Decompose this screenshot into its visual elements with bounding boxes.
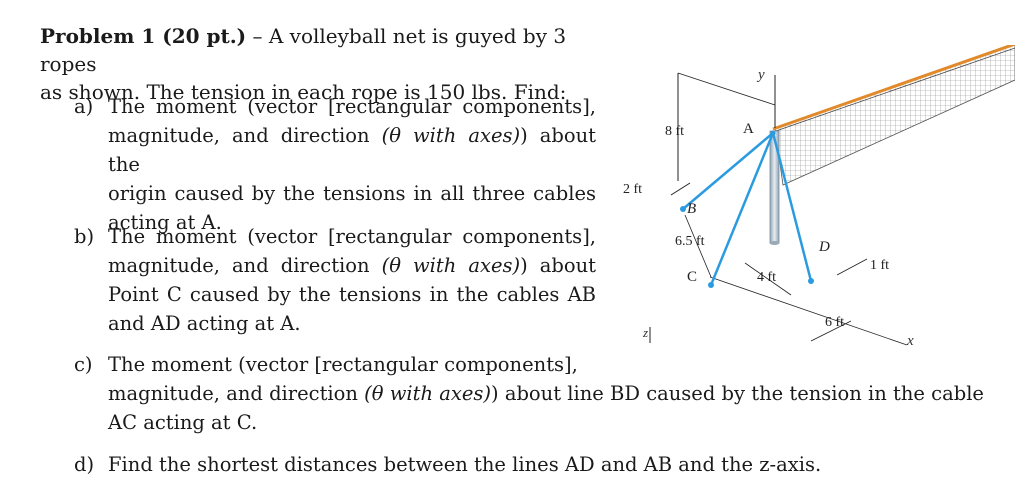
problem-intro-line1: – A volleyball net is guyed by 3 ropes [40, 24, 567, 76]
part-a-line2-post: ) about the [108, 124, 596, 176]
ground-line-x [709, 276, 908, 346]
part-c-line2-pre: magnitude, and direction [108, 382, 365, 405]
part-a-line2-pre: magnitude, and direction [108, 124, 382, 147]
net-top-band [772, 45, 1015, 131]
part-a-line1: The moment (vector [rectangular componen… [108, 95, 596, 118]
net-top-band-edge [772, 47, 1015, 133]
part-c-line2-post: ) about line BD caused by the tension in… [491, 382, 984, 405]
part-a-line2: magnitude, and direction (θ with axes)) … [108, 121, 596, 179]
part-b: b) The moment (vector [rectangular compo… [74, 222, 630, 342]
part-b-line4: and AD acting at A. [108, 312, 301, 335]
part-a-theta: (θ with axes) [381, 124, 521, 147]
part-b-line1: The moment (vector [rectangular componen… [108, 225, 596, 248]
part-d-text: Find the shortest distances between the … [108, 450, 968, 479]
cable-AD [771, 132, 813, 282]
problem-label: Problem 1 (20 pt.) [40, 24, 247, 48]
part-b-line2-post: ) about [520, 254, 596, 277]
part-b-line2: magnitude, and direction (θ with axes)) … [108, 251, 596, 280]
part-a-label: a) [74, 95, 94, 118]
problem-statement: Problem 1 (20 pt.) – A volleyball net is… [40, 22, 620, 106]
part-b-line3: Point C caused by the tensions in the ca… [108, 283, 596, 306]
part-a-line3: origin caused by the tensions in all thr… [108, 182, 596, 205]
part-a: a) The moment (vector [rectangular compo… [74, 92, 630, 234]
dim-1ft-label: 1 ft [870, 258, 889, 273]
part-c-theta: (θ with axes) [364, 382, 492, 405]
point-D-label: D [818, 239, 830, 255]
y-axis-label: y [756, 67, 765, 83]
part-d-label: d) [74, 453, 95, 476]
part-c: c) The moment (vector [rectangular compo… [74, 350, 1024, 440]
dim-6ft-line [810, 320, 852, 342]
point-B-label: B [687, 201, 696, 217]
part-a-text: The moment (vector [rectangular componen… [108, 92, 596, 237]
part-b-text: The moment (vector [rectangular componen… [108, 222, 596, 338]
point-A-anchor [770, 130, 776, 136]
dim-2ft-label: 2 ft [623, 182, 642, 197]
part-c-label: c) [74, 353, 93, 376]
part-d-line1: Find the shortest distances between the … [108, 453, 822, 476]
part-b-label: b) [74, 225, 95, 248]
part-b-line2-pre: magnitude, and direction [108, 254, 382, 277]
x-axis-label: x [906, 333, 914, 349]
dim-4ft-line [744, 262, 792, 296]
dim-8ft-label: 8 ft [665, 124, 684, 139]
part-c-text: The moment (vector [rectangular componen… [108, 350, 1020, 437]
dim-6ft-label: 6 ft [825, 315, 844, 330]
part-a-line4: acting at A. [108, 211, 222, 234]
dim-8ft-ext-top [677, 72, 776, 106]
cable-AC [709, 132, 775, 286]
part-d: d) Find the shortest distances between t… [74, 450, 974, 480]
z-axis-label: z [642, 325, 648, 340]
point-C-label: C [687, 269, 697, 285]
dim-6-5ft-label: 6.5 ft [675, 234, 705, 249]
point-C-anchor [708, 282, 714, 288]
dim-6-5ft-line [684, 214, 712, 278]
point-A-label: A [743, 121, 754, 137]
problem-intro-line2: as shown. The tension in each rope is 15… [40, 80, 567, 104]
dim-1ft-line [836, 258, 868, 276]
dim-2ft-line [670, 182, 691, 196]
cable-AB [682, 132, 774, 210]
part-c-line2: magnitude, and direction (θ with axes)) … [108, 379, 1020, 408]
part-b-theta: (θ with axes) [381, 254, 521, 277]
pole-base [769, 241, 780, 245]
volleyball-net-figure: y 8 ft 2 ft z 6.5 ft 4 ft 1 ft 6 ft A [623, 45, 1015, 349]
point-D-anchor [808, 278, 814, 284]
dim-4ft-label: 4 ft [757, 270, 776, 285]
part-c-line1: The moment (vector [rectangular componen… [108, 353, 578, 376]
part-c-line3: AC acting at C. [108, 411, 258, 434]
point-B-anchor [680, 206, 686, 212]
